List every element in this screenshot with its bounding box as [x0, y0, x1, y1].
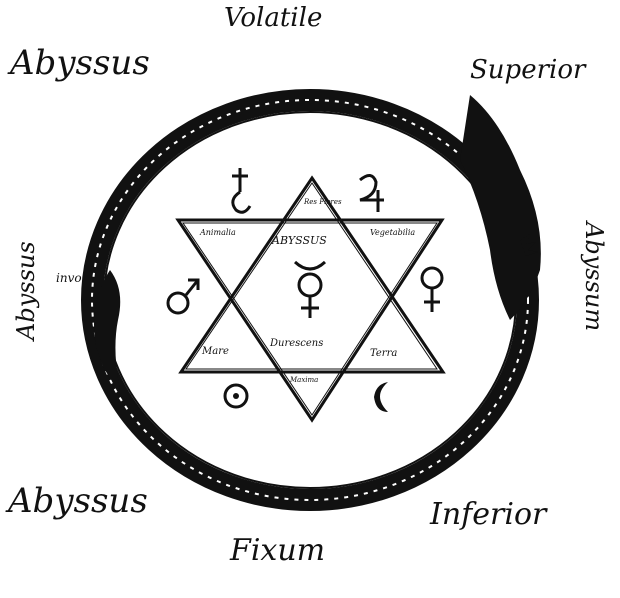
serpent-head [460, 95, 541, 320]
mars-symbol-icon [166, 278, 200, 315]
serpent-jaw-icon [520, 234, 538, 256]
star-lower-left-label: Mare [201, 346, 229, 357]
serpent-tail [94, 270, 121, 390]
hexagram [175, 175, 446, 423]
label-volatile: Volatile [224, 3, 322, 33]
sulfur-symbol-icon [231, 168, 252, 214]
downward-triangle-inner [182, 222, 438, 416]
star-bottom-label: Maxima [289, 376, 318, 384]
label-abyssus-bottom-left: Abyssus [5, 481, 148, 521]
jupiter-symbol-icon [359, 174, 384, 212]
star-lower-right-label: Terra [370, 348, 397, 359]
venus-symbol-icon [420, 266, 444, 312]
label-abyssus-top-left: Abyssus [7, 43, 150, 83]
label-invo: invo [56, 271, 82, 285]
label-superior: Superior [470, 55, 587, 85]
ouroboros-serpent [81, 89, 541, 511]
star-center-bottom-label: Durescens [269, 338, 323, 349]
star-upper-left-label: Animalia [199, 228, 236, 237]
mercury-symbol-icon [293, 260, 327, 318]
label-abyssus-left: Abyssus [12, 241, 40, 342]
star-upper-right-label: Vegetabilia [370, 228, 415, 237]
star-center-top-label: ABYSSUS [271, 234, 327, 247]
moon-symbol-icon [374, 382, 388, 412]
label-abyssum-right: Abyssum [580, 220, 608, 331]
serpent-scales [91, 99, 529, 501]
upward-triangle-inner [185, 182, 438, 370]
label-inferior: Inferior [429, 497, 548, 532]
star-apex-label: Res Flores [303, 198, 342, 206]
label-fixum: Fixum [229, 533, 325, 568]
downward-triangle [175, 218, 445, 423]
sun-symbol-icon [223, 383, 249, 409]
upward-triangle [178, 175, 446, 374]
